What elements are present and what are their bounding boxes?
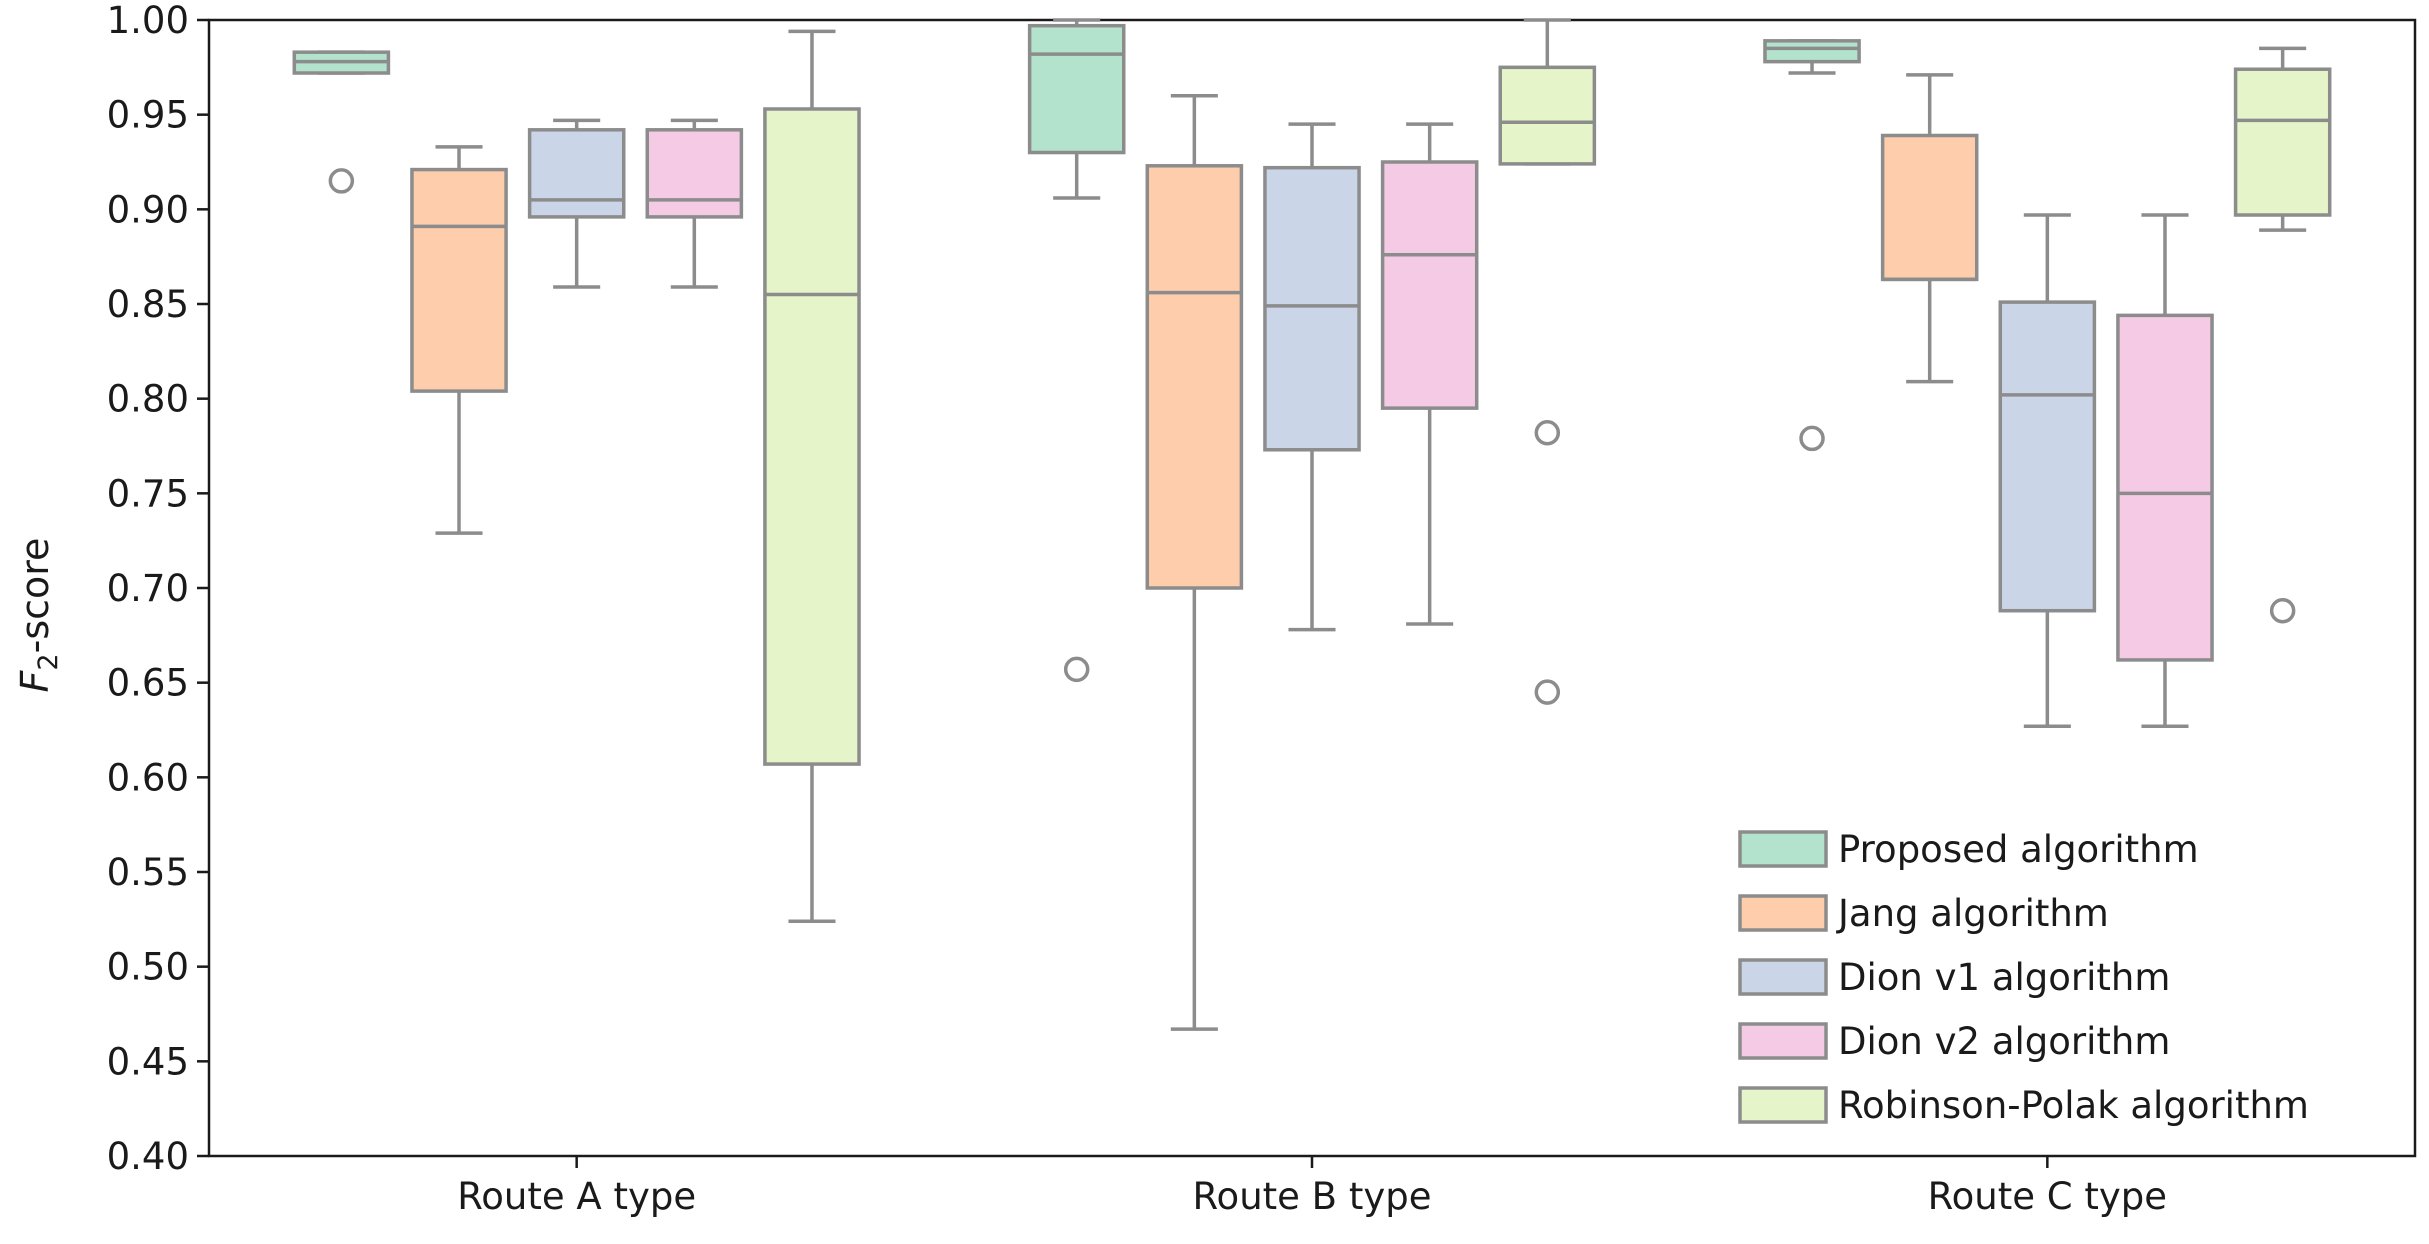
boxes-layer: [292, 18, 2332, 1031]
box-iqr: [763, 107, 861, 766]
outlier-point: [328, 168, 355, 194]
legend-label: Jang algorithm: [1836, 892, 2109, 935]
y-tick-label: 0.90: [107, 188, 189, 231]
y-axis: 0.40 0.45 0.50 0.55 0.60 0.65 0.70 0.75 0.80 0.85…: [107, 0, 209, 1178]
box-iqr: [2116, 313, 2214, 662]
y-tick-label: 0.60: [107, 756, 189, 799]
legend-swatch: [1738, 958, 1828, 996]
box-iqr: [1145, 164, 1244, 590]
box-1-0: [410, 145, 508, 535]
box-1-1: [1145, 93, 1244, 1031]
outlier-point: [1799, 425, 1825, 452]
y-tick-label: 0.45: [107, 1040, 189, 1083]
box-iqr: [645, 128, 744, 219]
box-iqr: [1763, 39, 1861, 64]
box-4-0: [763, 29, 861, 923]
box-iqr: [1263, 165, 1361, 452]
y-axis-label-rest: -score: [13, 538, 57, 654]
y-tick-label: 0.70: [107, 567, 189, 610]
y-tick-label: 0.40: [107, 1135, 189, 1178]
x-tick-label: Route B type: [1193, 1175, 1432, 1218]
y-axis-label: F2-score: [13, 538, 64, 693]
box-2-1: [1263, 122, 1361, 632]
outlier-point: [1534, 419, 1561, 446]
y-tick-label: 0.85: [107, 283, 189, 326]
box-iqr: [1027, 23, 1126, 155]
box-3-1: [1380, 122, 1479, 626]
outlier-point: [1534, 679, 1561, 705]
y-axis-label-main: F: [13, 669, 57, 692]
y-tick-label: 0.95: [107, 94, 189, 137]
legend-label: Dion v1 algorithm: [1838, 956, 2170, 999]
box-0-1: [1027, 18, 1126, 683]
legend-label: Dion v2 algorithm: [1838, 1020, 2170, 1063]
legend-swatch: [1738, 1022, 1828, 1060]
box-2-2: [1998, 213, 2097, 728]
outlier-point: [1063, 656, 1090, 683]
legend-swatch: [1738, 1086, 1828, 1124]
box-iqr: [527, 128, 626, 219]
y-axis-label-sub: 2: [33, 653, 64, 670]
outlier-point: [2269, 597, 2296, 624]
box-0-0: [292, 50, 391, 194]
legend-label: Robinson-Polak algorithm: [1838, 1084, 2309, 1127]
y-tick-label: 0.50: [107, 946, 189, 989]
box-iqr: [410, 167, 508, 393]
legend-swatch: [1738, 894, 1828, 932]
box-4-2: [2233, 46, 2332, 624]
box-3-2: [2116, 213, 2214, 728]
y-tick-label: 0.55: [107, 851, 189, 894]
x-tick-label: Route C type: [1928, 1175, 2167, 1218]
y-tick-label: 0.75: [107, 472, 189, 515]
box-3-0: [645, 118, 744, 289]
y-tick-label: 0.80: [107, 378, 189, 421]
legend-swatch: [1738, 830, 1828, 868]
x-tick-label: Route A type: [457, 1175, 696, 1218]
box-iqr: [1998, 300, 2097, 613]
y-tick-label: 0.65: [107, 662, 189, 705]
x-axis: Route A type Route B type Route C type: [457, 1156, 2167, 1218]
box-iqr: [1380, 160, 1479, 410]
box-iqr: [2233, 67, 2332, 217]
legend-label: Proposed algorithm: [1838, 828, 2199, 871]
box-0-2: [1763, 39, 1861, 452]
box-2-0: [527, 118, 626, 289]
box-4-1: [1498, 18, 1597, 705]
y-tick-label: 1.00: [107, 0, 189, 42]
box-iqr: [1880, 133, 1979, 282]
box-iqr: [1498, 65, 1597, 166]
box-1-2: [1880, 73, 1979, 384]
